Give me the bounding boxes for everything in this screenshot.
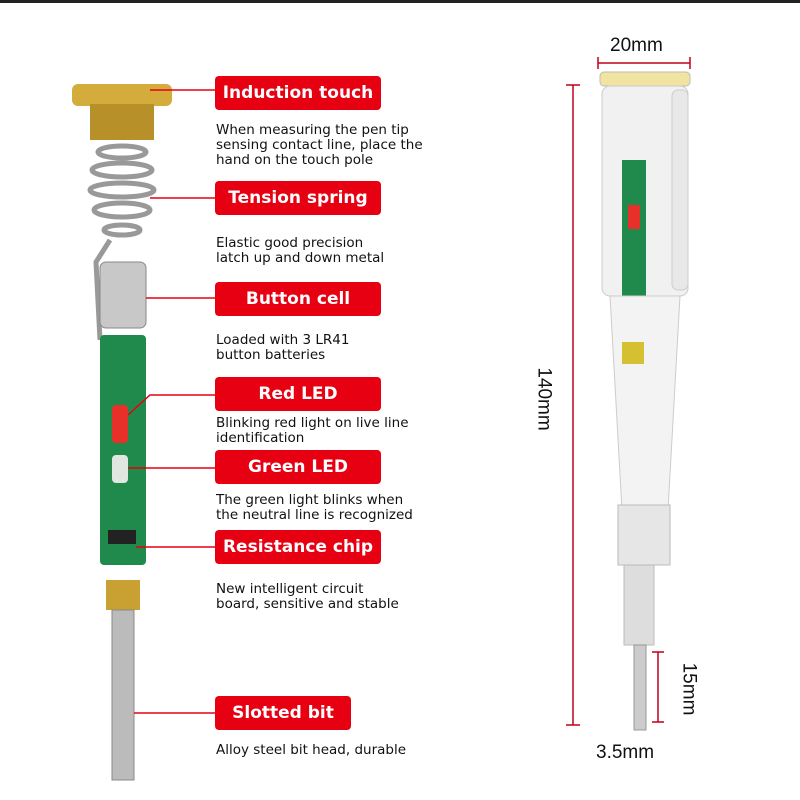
label-slotted-bit: Slotted bit [215, 696, 351, 730]
pocket-clip [671, 89, 689, 291]
desc-resistance-chip: New intelligent circuit board, sensitive… [216, 581, 399, 612]
desc-induction-touch: When measuring the pen tip sensing conta… [216, 122, 423, 168]
brass-collar [106, 580, 140, 610]
tension-spring [87, 143, 157, 341]
desc-slotted-bit: Alloy steel bit head, durable [216, 742, 407, 758]
label-green-led: Green LED [215, 450, 381, 484]
induction-touch-thread [90, 104, 154, 140]
red-led [112, 405, 128, 443]
desc-button-cell: Loaded with 3 LR41 button batteries [216, 332, 350, 363]
button-cell [99, 261, 147, 329]
label-induction-touch: Induction touch [215, 76, 381, 110]
dimension-width: 20mm [610, 35, 663, 56]
desc-green-led: The green light blinks when the neutral … [216, 492, 413, 523]
assembled-pen [599, 71, 691, 731]
desc-red-led: Blinking red light on live line identifi… [216, 415, 409, 446]
circuit-board [100, 335, 146, 565]
exploded-pen [72, 84, 172, 781]
dimension-tip-width: 3.5mm [596, 742, 655, 763]
resistance-chip [108, 530, 136, 544]
green-led [112, 455, 128, 483]
desc-tension-spring: Elastic good precision latch up and down… [216, 235, 385, 266]
label-resistance-chip: Resistance chip [215, 530, 381, 564]
label-red-led: Red LED [215, 377, 381, 411]
top-border [0, 0, 800, 3]
connector-lines [127, 89, 215, 714]
label-tension-spring: Tension spring [215, 181, 381, 215]
slotted-bit [111, 609, 135, 781]
induction-touch-cap [72, 84, 172, 106]
dimension-lines [566, 57, 691, 726]
dimension-length: 140mm [533, 367, 555, 431]
dimension-tip-length: 15mm [678, 662, 700, 716]
label-button-cell: Button cell [215, 282, 381, 316]
